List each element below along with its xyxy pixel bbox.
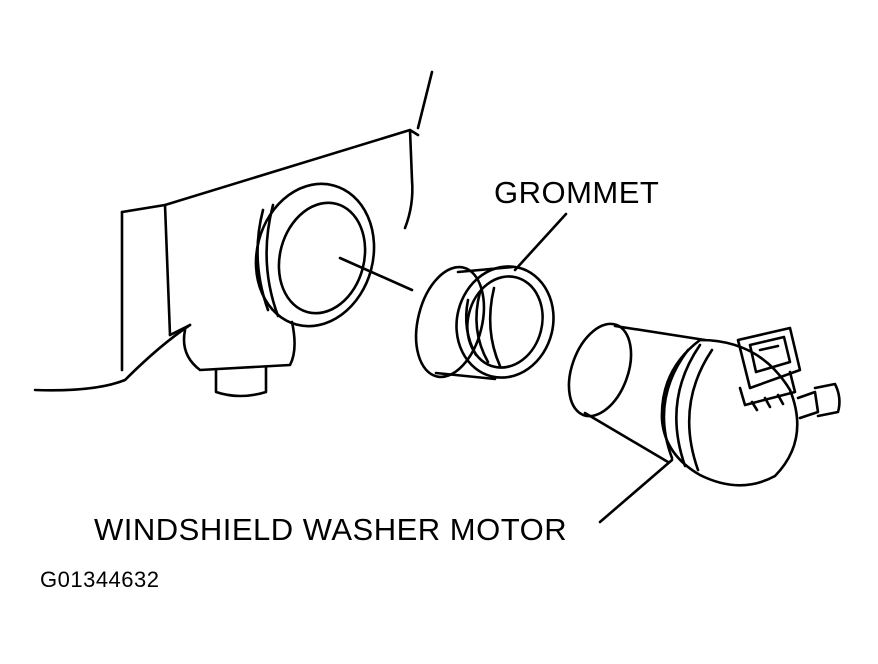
grommet bbox=[414, 265, 555, 381]
tank-port bbox=[254, 182, 376, 328]
motor-leader-line bbox=[598, 458, 674, 524]
figure-id: G01344632 bbox=[40, 567, 160, 592]
grommet-label: GROMMET bbox=[494, 175, 660, 210]
washer-motor bbox=[567, 322, 841, 487]
washer-tank bbox=[33, 70, 434, 398]
motor-connector bbox=[736, 326, 802, 412]
grommet-leader-line bbox=[513, 212, 568, 272]
motor-outlet-nozzle bbox=[796, 382, 841, 420]
port-leader-line bbox=[338, 256, 414, 292]
washer-motor-label: WINDSHIELD WASHER MOTOR bbox=[94, 512, 568, 547]
